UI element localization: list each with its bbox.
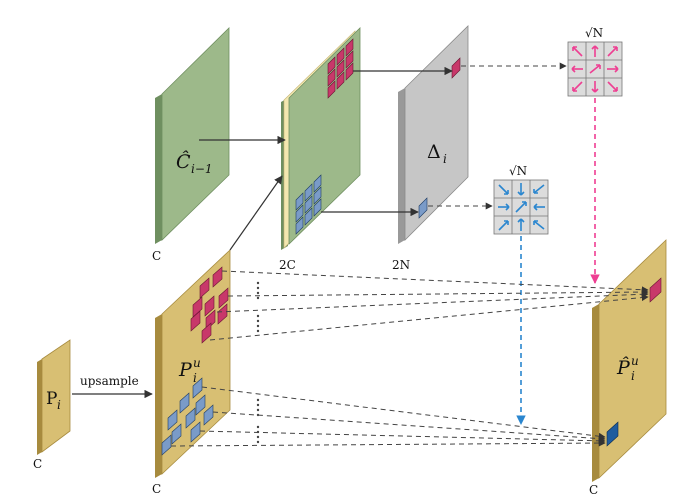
p-hat-slab: P̂ u i C (589, 239, 667, 497)
c-prev-slab: Ĉ i−1 C (152, 27, 230, 263)
pink-sampling-lines (209, 270, 649, 341)
p-u-blue-cells (161, 377, 214, 456)
p-hat-front (598, 239, 667, 479)
c-prev-dim: C (152, 249, 161, 263)
delta-blue-cell (418, 197, 428, 219)
pink-ellipsis-dots (256, 281, 260, 333)
p-hat-pink-cell (649, 277, 662, 303)
p-i-label: P (46, 389, 57, 409)
p-u-label-sub: i (193, 371, 197, 385)
sqrt-n-top-label: √N (585, 26, 603, 40)
delta-side (398, 88, 405, 244)
p-u-slab: P u i C (152, 249, 231, 496)
p-u-side (155, 314, 162, 478)
p-i-label-sub: i (57, 398, 61, 412)
p-hat-dim: C (589, 483, 598, 497)
delta-label: Δ (427, 141, 441, 163)
c-prev-label: Ĉ (176, 150, 191, 173)
sqrt-n-mid-label: √N (509, 164, 527, 178)
delta-label-sub: i (443, 152, 447, 166)
p-hat-side (592, 304, 599, 482)
p-i-side (37, 359, 42, 455)
concat-blue-patch (295, 174, 322, 235)
offset-grid-pink: √N (567, 26, 623, 97)
p-i-front (41, 339, 71, 453)
p-u-dim: C (152, 482, 161, 496)
p-u-label: P (178, 359, 193, 381)
p-hat-label-sup: u (631, 354, 639, 368)
offset-grid-blue: √N (493, 164, 549, 235)
p-i-slab: P i C (33, 339, 71, 471)
c-prev-label-sub: i−1 (191, 162, 213, 176)
concat-dim: 2C (279, 258, 296, 272)
p-hat-label-sub: i (631, 369, 635, 383)
upsample-label: upsample (80, 374, 139, 388)
blue-ellipsis-dots (256, 398, 260, 444)
p-i-dim: C (33, 457, 42, 471)
c-prev-side (155, 94, 162, 244)
blue-sampling-lines (170, 386, 606, 447)
delta-front (404, 25, 469, 241)
concat-pink-patch (327, 38, 354, 99)
delta-slab: Δ i 2N (392, 25, 469, 272)
p-u-label-sup: u (193, 356, 201, 370)
delta-dim: 2N (392, 258, 410, 272)
c-prev-front (161, 27, 230, 241)
p-u-to-concat-arrow (229, 175, 283, 251)
p-hat-label: P̂ (616, 357, 631, 379)
p-hat-blue-cell (606, 421, 619, 447)
p-u-pink-cells (190, 266, 229, 344)
